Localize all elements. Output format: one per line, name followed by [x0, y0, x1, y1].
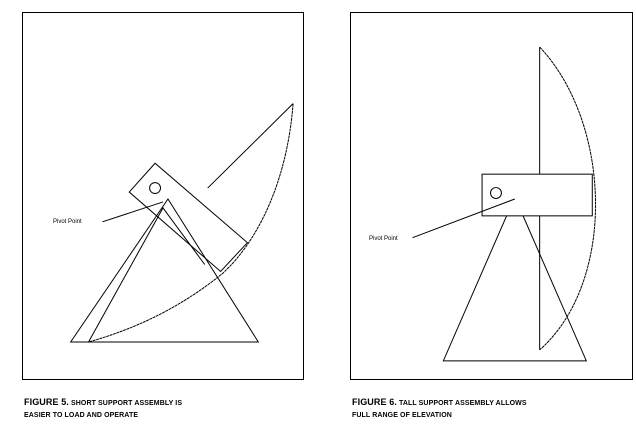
figure-5-caption: FIGURE 5. SHORT SUPPORT ASSEMBLY IS EASI…: [24, 396, 182, 422]
figure-5-leader-line: [102, 201, 164, 223]
figure-6-support-triangle: [442, 195, 588, 362]
figure-6-pivot-label: Pivot Point: [369, 236, 398, 242]
figure-5-drawing: [69, 103, 294, 343]
figure-5-dish-rim: [207, 103, 294, 189]
figure-5-dish-arc: [88, 103, 294, 343]
figure-6-pivot-circle: [490, 187, 502, 199]
figure-5-pivot-circle: [149, 182, 162, 195]
figure-6-drawing: [412, 46, 597, 362]
figure-5-caption-text-2: EASIER TO LOAD AND OPERATE: [24, 412, 139, 419]
figure-6-dish-arc: [539, 46, 597, 351]
figure-5-caption-line-1: FIGURE 5. SHORT SUPPORT ASSEMBLY IS: [24, 396, 182, 410]
figure-5-brace: [88, 206, 206, 343]
figure-5-pivot-label: Pivot Point: [53, 219, 82, 225]
figure-6-leader-line: [412, 198, 516, 239]
figure-5-caption-text-1: SHORT SUPPORT ASSEMBLY IS: [70, 400, 183, 407]
figure-5-support-triangle: [69, 198, 260, 343]
figure-6-caption-text-2: FULL RANGE OF ELEVATION: [352, 412, 452, 419]
figure-5-frame: Pivot Point: [22, 12, 304, 380]
figure-5-mount-bracket: [128, 162, 249, 273]
figure-6-caption-prefix: FIGURE 6.: [352, 397, 397, 407]
figure-5-caption-prefix: FIGURE 5.: [24, 397, 69, 407]
figure-6-caption-line-1: FIGURE 6. TALL SUPPORT ASSEMBLY ALLOWS: [352, 396, 527, 410]
figure-6-caption: FIGURE 6. TALL SUPPORT ASSEMBLY ALLOWS F…: [352, 396, 527, 422]
figure-6-frame: Pivot Point: [350, 12, 633, 380]
figure-6-mount-bracket: [481, 173, 593, 217]
figure-6-caption-text-1: TALL SUPPORT ASSEMBLY ALLOWS: [398, 400, 527, 407]
